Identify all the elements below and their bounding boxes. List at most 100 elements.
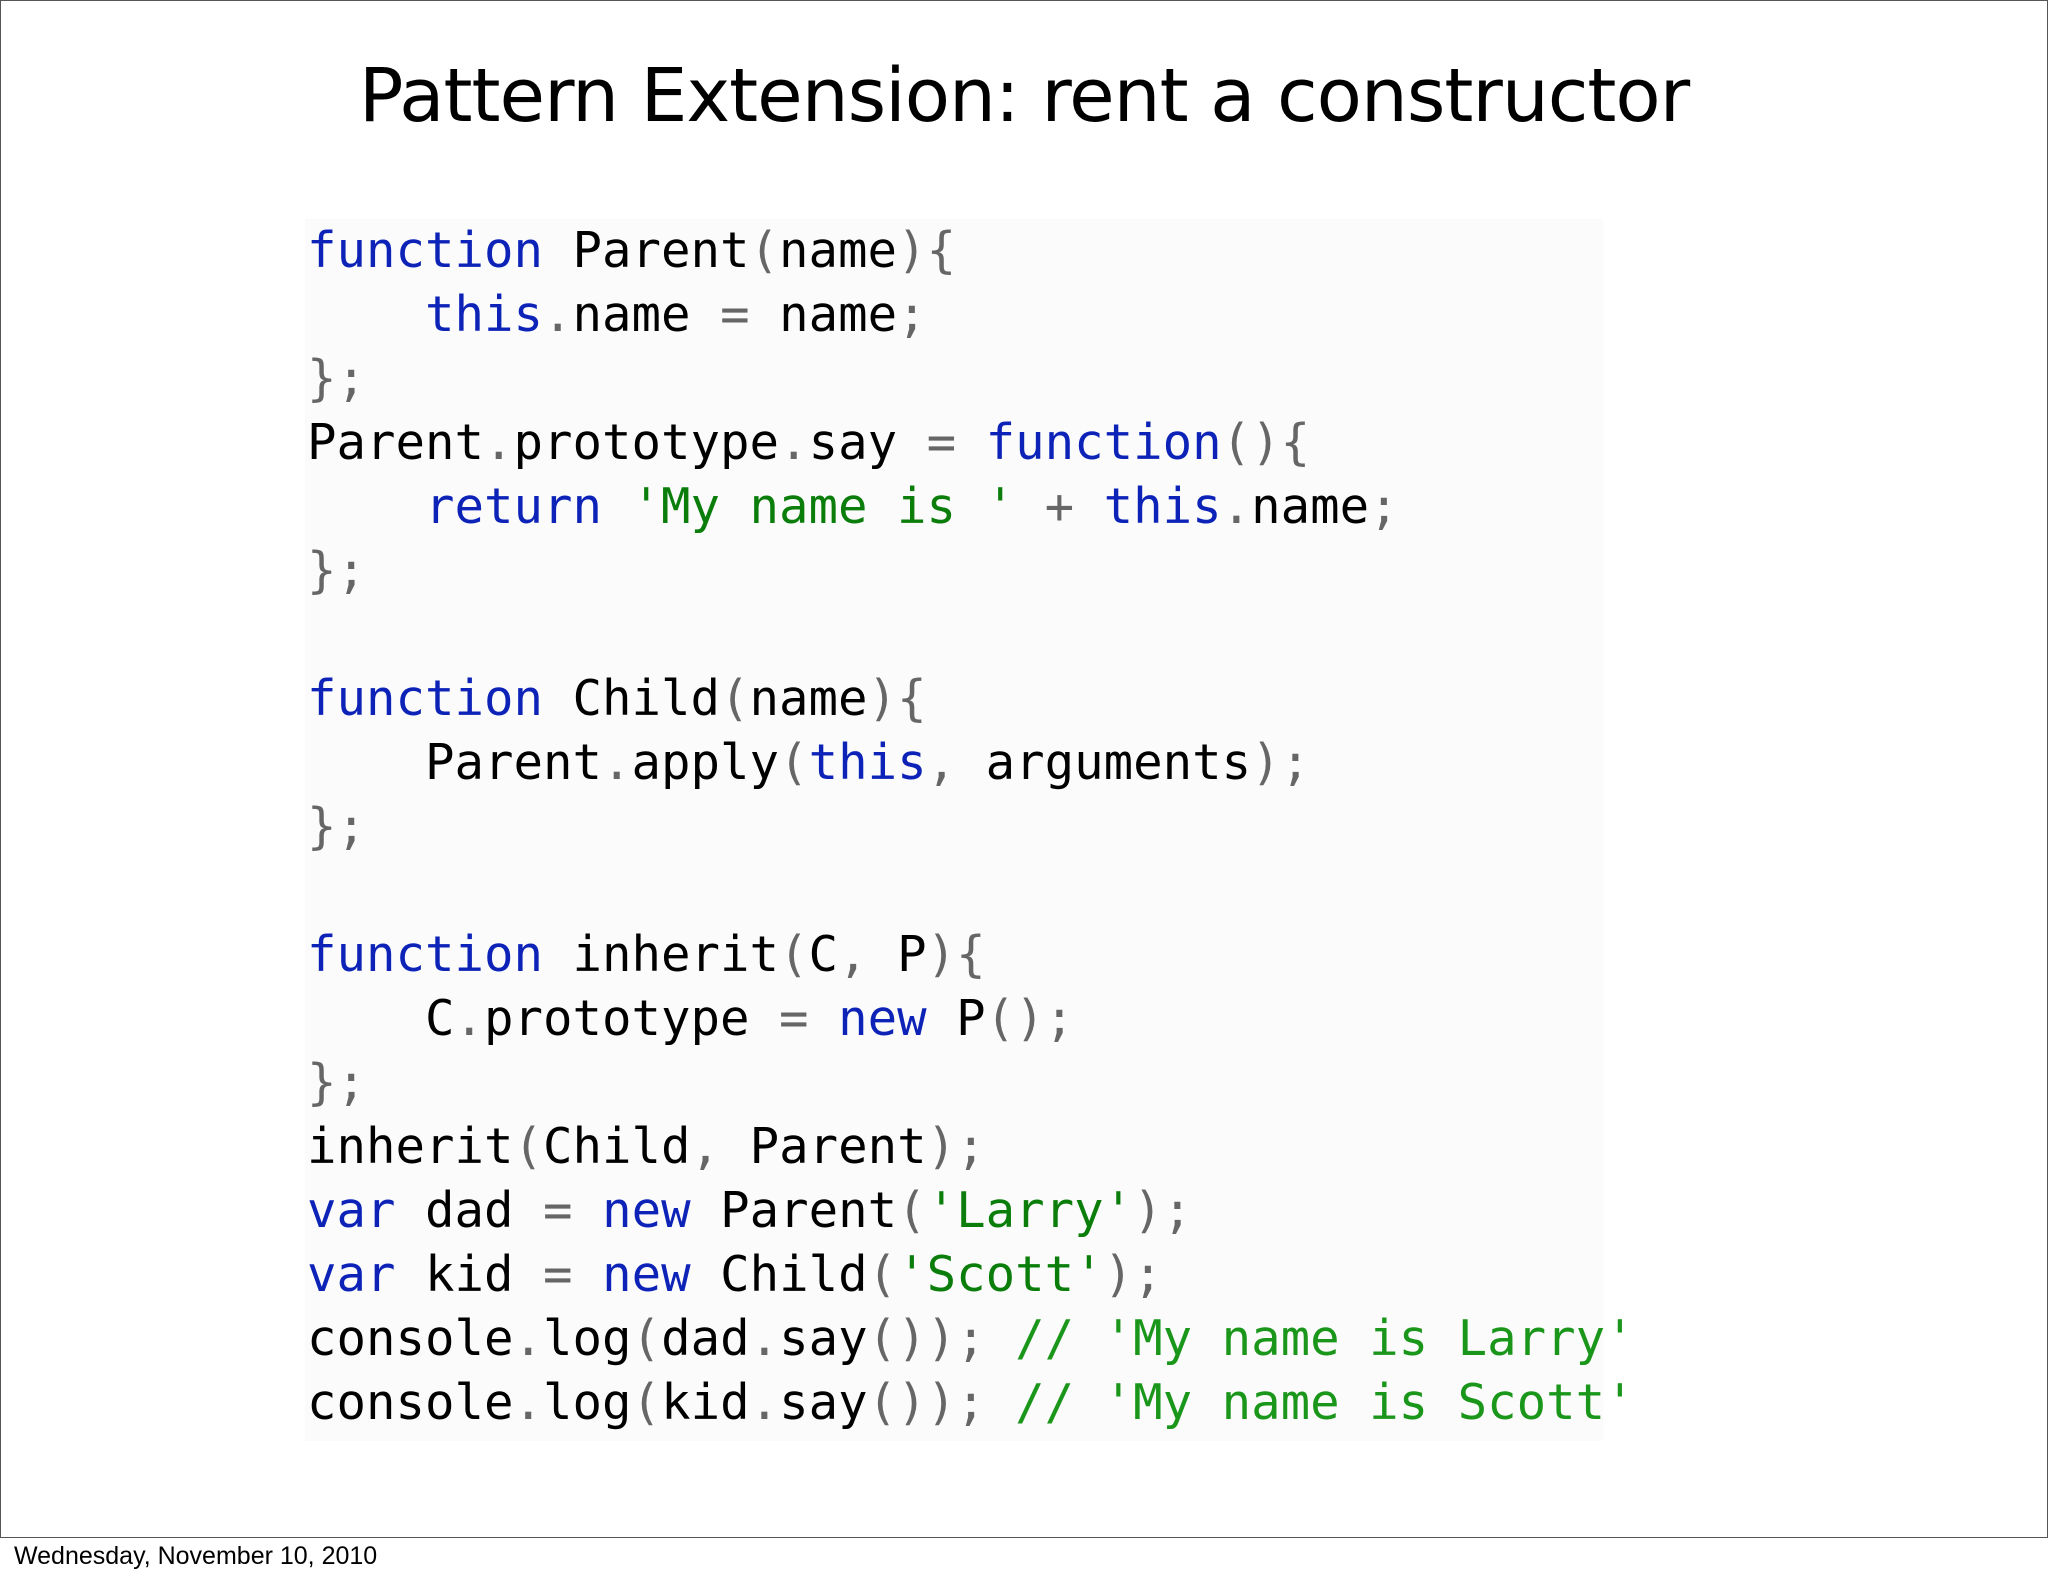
code-token: function <box>985 414 1222 471</box>
code-token: ; <box>897 286 927 343</box>
code-token: dad <box>661 1310 750 1367</box>
code-token: C <box>808 926 839 983</box>
code-token: P <box>867 926 927 983</box>
code-token: P <box>926 990 986 1047</box>
code-token: apply <box>631 734 780 791</box>
code-token: ()); <box>867 1374 986 1431</box>
code-background <box>305 219 1603 1441</box>
code-token: ()); <box>867 1310 986 1367</box>
code-token: var <box>307 1246 396 1303</box>
code-token: . <box>513 1310 544 1367</box>
code-token: = <box>720 286 750 343</box>
code-token: . <box>484 414 514 471</box>
code-line: }; <box>307 347 1635 411</box>
code-line: console.log(dad.say()); // 'My name is L… <box>307 1307 1635 1371</box>
code-token: ){ <box>897 222 957 279</box>
footer-date: Wednesday, November 10, 2010 <box>14 1542 378 1570</box>
code-token: name <box>1251 478 1370 535</box>
code-token: arguments <box>956 734 1252 791</box>
code-token: say <box>779 1310 868 1367</box>
code-token: console <box>307 1374 514 1431</box>
code-token: Parent <box>307 414 485 471</box>
code-token: kid <box>661 1374 750 1431</box>
code-block: function Parent(name){ this.name = name;… <box>307 219 1635 1435</box>
code-token <box>573 1246 603 1303</box>
code-token: . <box>513 1374 544 1431</box>
code-token: Parent <box>690 1182 898 1239</box>
code-token: 'Larry' <box>926 1182 1134 1239</box>
code-line: Parent.prototype.say = function(){ <box>307 411 1635 475</box>
code-token: function <box>307 926 544 983</box>
code-token: ( <box>513 1118 544 1175</box>
code-token <box>307 478 425 535</box>
code-line: }; <box>307 1051 1635 1115</box>
code-token: Parent <box>307 734 603 791</box>
code-line <box>307 859 1635 923</box>
code-token: ){ <box>867 670 927 727</box>
code-token: function <box>307 670 544 727</box>
code-token: Child <box>690 1246 868 1303</box>
code-token: kid <box>395 1246 544 1303</box>
code-token: , <box>838 926 868 983</box>
code-token: = <box>926 414 957 471</box>
code-token: , <box>690 1118 721 1175</box>
code-token: ); <box>1133 1182 1193 1239</box>
code-token: Parent <box>720 1118 927 1175</box>
code-line: Parent.apply(this, arguments); <box>307 731 1635 795</box>
code-token: 'My name is ' <box>631 478 1016 535</box>
code-token: var <box>307 1182 396 1239</box>
code-token: Child <box>543 1118 691 1175</box>
code-token: log <box>543 1374 632 1431</box>
code-token: . <box>779 414 809 471</box>
code-token: ( <box>867 1246 898 1303</box>
code-token: ( <box>631 1310 662 1367</box>
code-token: (); <box>985 990 1075 1047</box>
slide-title: Pattern Extension: rent a constructor <box>358 53 1690 139</box>
code-token <box>956 414 986 471</box>
code-token: say <box>779 1374 868 1431</box>
code-line: }; <box>307 795 1635 859</box>
code-token: name <box>779 222 898 279</box>
code-token: (){ <box>1221 414 1311 471</box>
code-line: function Parent(name){ <box>307 219 1635 283</box>
code-token: ( <box>720 670 750 727</box>
code-token: , <box>926 734 957 791</box>
code-token: = <box>543 1246 573 1303</box>
code-token: prototype <box>513 414 780 471</box>
code-token: }; <box>307 350 367 407</box>
code-token: name <box>749 286 898 343</box>
code-token: ( <box>631 1374 662 1431</box>
code-token: ); <box>1103 1246 1163 1303</box>
code-token: inherit <box>307 1118 514 1175</box>
code-token: this <box>425 286 544 343</box>
code-line: function Child(name){ <box>307 667 1635 731</box>
code-token: . <box>749 1374 780 1431</box>
code-token <box>986 1310 1016 1367</box>
code-line: function inherit(C, P){ <box>307 923 1635 987</box>
code-token: }; <box>307 798 367 855</box>
code-token: }; <box>307 542 367 599</box>
code-token: . <box>749 1310 780 1367</box>
code-token: return <box>425 478 603 535</box>
code-token: ; <box>1369 478 1399 535</box>
code-token: + <box>1044 478 1075 535</box>
code-token: ( <box>749 222 780 279</box>
code-token: ( <box>897 1182 927 1239</box>
code-line: inherit(Child, Parent); <box>307 1115 1635 1179</box>
code-token: inherit <box>543 926 780 983</box>
code-line: C.prototype = new P(); <box>307 987 1635 1051</box>
code-token: ( <box>779 734 809 791</box>
code-token: name <box>749 670 868 727</box>
code-token <box>1074 478 1104 535</box>
code-token: . <box>1221 478 1252 535</box>
code-token: ); <box>1251 734 1311 791</box>
code-token: // 'My name is Larry' <box>1015 1310 1635 1367</box>
code-token: new <box>602 1246 691 1303</box>
code-line: }; <box>307 539 1635 603</box>
code-line: var dad = new Parent('Larry'); <box>307 1179 1635 1243</box>
code-token: console <box>307 1310 514 1367</box>
code-line: this.name = name; <box>307 283 1635 347</box>
code-token: say <box>808 414 927 471</box>
code-token <box>986 1374 1016 1431</box>
code-token: . <box>602 734 632 791</box>
